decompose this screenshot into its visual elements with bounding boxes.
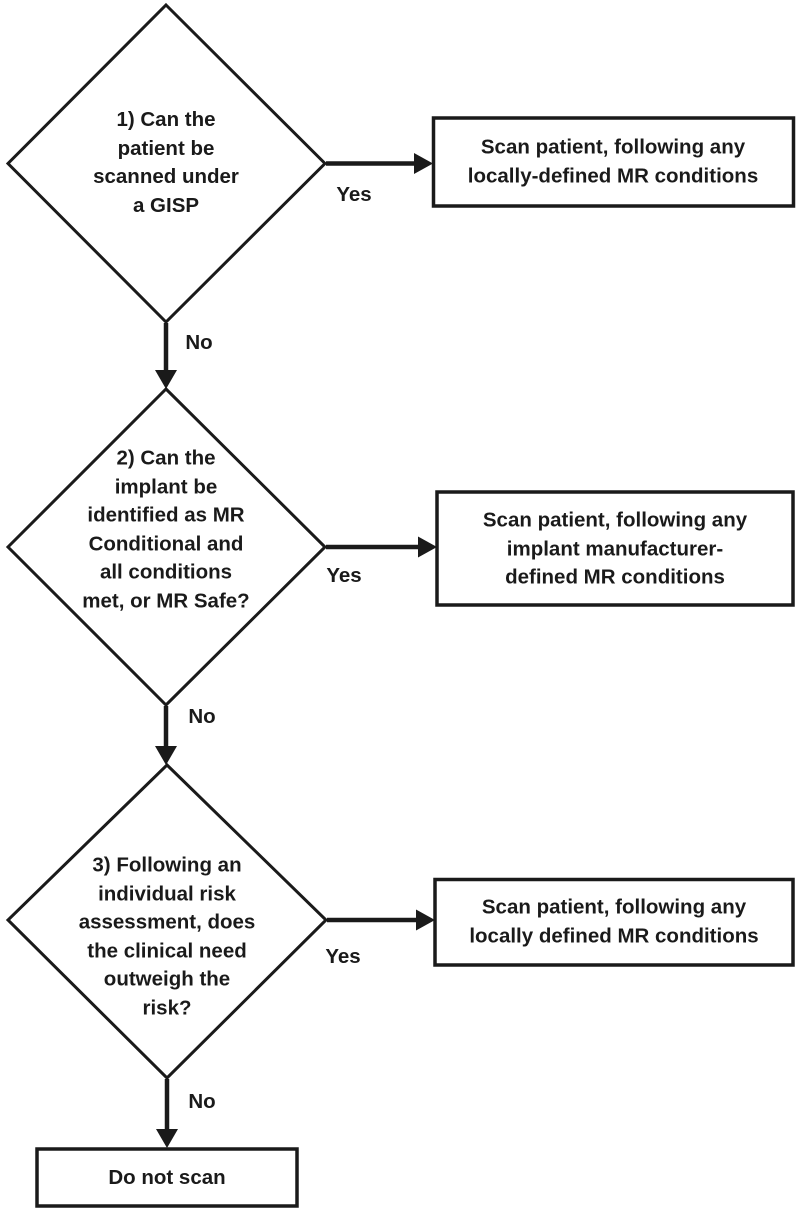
outcome-box-2 <box>435 490 795 607</box>
yes-arrow-2-head <box>418 536 437 558</box>
outcome-3-text: Scan patient, following any locally defi… <box>469 895 759 948</box>
no-arrow-2-head <box>155 746 177 765</box>
yes-label-2: Yes <box>326 564 362 587</box>
no-arrow-1-head <box>155 370 177 389</box>
no-arrow-3-head <box>156 1129 178 1148</box>
yes-arrow-1-head <box>414 153 433 174</box>
terminal-text: Do not scan <box>108 1165 226 1189</box>
outcome-box-3 <box>433 877 795 967</box>
outcome-1-text: Scan patient, following any locally-defi… <box>467 135 759 188</box>
no-label-3: No <box>188 1090 216 1113</box>
decision-3-text: 3) Following an individual risk assessme… <box>78 853 256 1020</box>
outcome-box-1 <box>431 116 796 208</box>
outcome-2-text: Scan patient, following any implant manu… <box>482 508 748 589</box>
decision-diamond-2 <box>5 386 328 708</box>
no-label-1: No <box>185 331 213 354</box>
yes-arrow-3-head <box>416 909 435 931</box>
decision-diamond-1 <box>5 2 328 325</box>
yes-label-1: Yes <box>336 183 372 206</box>
decision-1-text: 1) Can the patient be scanned under a GI… <box>93 108 239 217</box>
no-label-2: No <box>188 705 216 728</box>
terminal-box <box>35 1147 299 1208</box>
yes-label-3: Yes <box>325 945 361 968</box>
decision-diamond-3 <box>5 762 329 1081</box>
decision-2-text: 2) Can the implant be identified as MR C… <box>82 446 250 613</box>
